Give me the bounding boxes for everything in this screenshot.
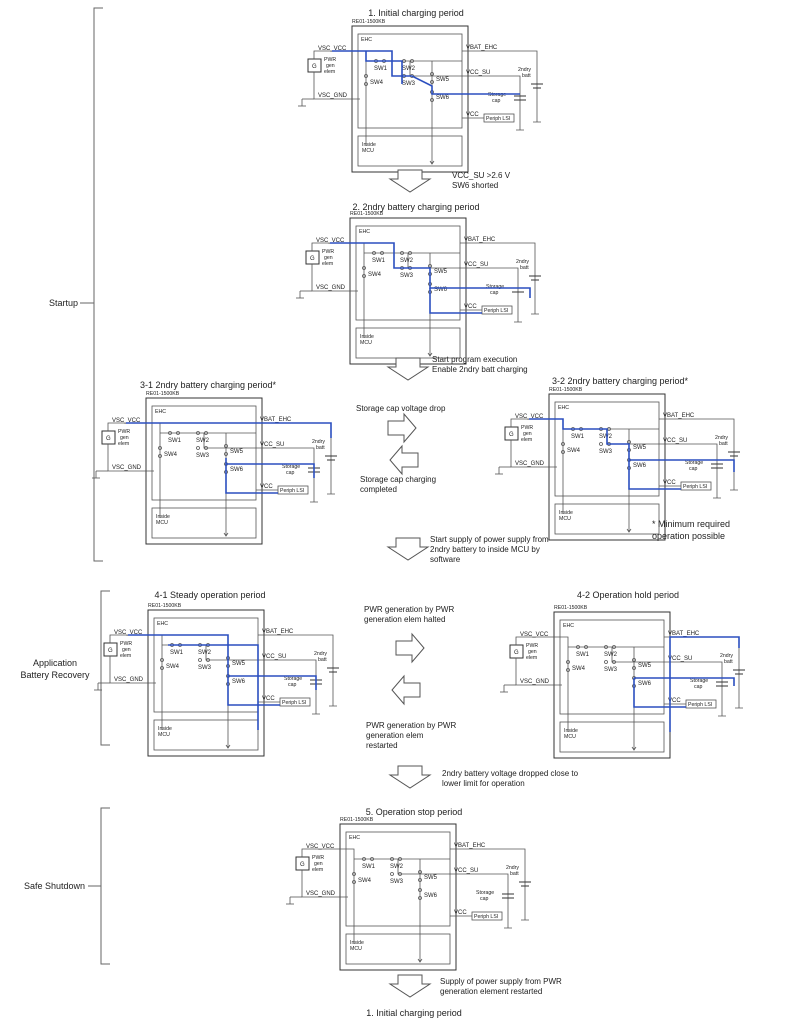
panel-title-4-1: 4-1 Steady operation period xyxy=(154,590,265,600)
transition-3c-line1: Start supply of power supply from xyxy=(430,535,549,544)
transition-5-line2: generation element restarted xyxy=(440,987,542,996)
group-label-safe-shutdown: Safe Shutdown xyxy=(24,881,85,891)
panel-title-3-2: 3-2 2ndry battery charging period* xyxy=(552,376,689,386)
final-state-title: 1. Initial charging period xyxy=(366,1008,462,1018)
circuit-panel-3-1 xyxy=(91,390,338,545)
panel-title-3-1: 3-1 2ndry battery charging period* xyxy=(140,380,277,390)
arrow-right-4 xyxy=(395,632,425,664)
application-bracket: Application Battery Recovery xyxy=(20,590,110,746)
circuit-panel-4-2 xyxy=(499,604,746,759)
transition-arrows xyxy=(386,169,432,998)
panel-title-5: 5. Operation stop period xyxy=(366,807,463,817)
circuit-panel-3-2 xyxy=(494,386,741,541)
transition-4c-line1: 2ndry battery voltage dropped close to xyxy=(442,769,579,778)
transition-1-line1: VCC_SU >2.6 V xyxy=(452,171,511,180)
group-label-startup: Startup xyxy=(49,298,78,308)
transition-5-line1: Supply of power supply from PWR xyxy=(440,977,562,986)
arrow-down-1 xyxy=(388,169,432,193)
transition-3b-line1: Storage cap charging xyxy=(360,475,436,484)
arrow-down-4 xyxy=(388,765,432,789)
arrow-down-2 xyxy=(386,357,430,381)
circuit-panel-1 xyxy=(297,18,544,173)
safe-shutdown-bracket: Safe Shutdown xyxy=(24,807,110,965)
circuit-panel-5 xyxy=(285,816,532,971)
arrow-down-5 xyxy=(388,974,432,998)
transition-3c-line3: software xyxy=(430,555,461,564)
transition-2-line2: Enable 2ndry batt charging xyxy=(432,365,528,374)
transition-4b-line3: restarted xyxy=(366,741,398,750)
transition-3c-line2: 2ndry battery to inside MCU by xyxy=(430,545,540,554)
transition-1-line2: SW6 shorted xyxy=(452,181,498,190)
arrow-down-3 xyxy=(386,537,430,561)
transition-4c-line2: lower limit for operation xyxy=(442,779,525,788)
startup-bracket: Startup xyxy=(49,7,103,562)
panel-title-1: 1. Initial charging period xyxy=(368,8,464,18)
arrow-right-3 xyxy=(387,412,417,444)
circuit-panel-4-1 xyxy=(93,602,340,757)
transition-4b-line1: PWR generation by PWR xyxy=(366,721,456,730)
transition-3b-line2: completed xyxy=(360,485,397,494)
circuit-panel-2 xyxy=(295,210,542,365)
panel-title-4-2: 4-2 Operation hold period xyxy=(577,590,679,600)
transition-4a-line1: PWR generation by PWR xyxy=(364,605,454,614)
group-label-application-2: Battery Recovery xyxy=(20,670,90,680)
transition-2-line1: Start program execution xyxy=(432,355,517,364)
transition-4b-line2: generation elem xyxy=(366,731,424,740)
group-label-application-1: Application xyxy=(33,658,77,668)
arrow-left-3 xyxy=(389,444,419,476)
footnote-line1: * Minimum required xyxy=(652,519,730,529)
panel-title-2: 2. 2ndry battery charging period xyxy=(352,202,479,212)
transition-4a-line2: generation elem halted xyxy=(364,615,445,624)
footnote-line2: operation possible xyxy=(652,531,725,541)
transition-3a: Storage cap voltage drop xyxy=(356,404,446,413)
arrow-left-4 xyxy=(391,674,421,706)
